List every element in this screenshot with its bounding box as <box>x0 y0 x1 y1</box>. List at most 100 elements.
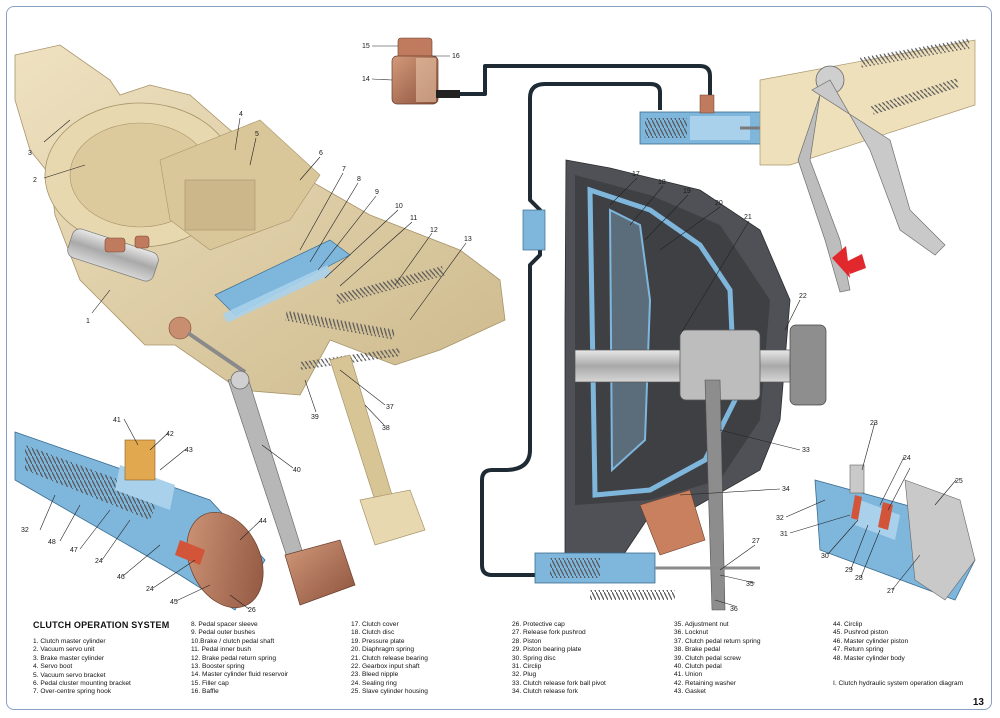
callout-45: 45 <box>170 599 178 606</box>
legend-item: 20. Diaphragm spring <box>351 646 415 654</box>
legend-column-1: 1. Clutch master cylinder 2. Vacuum serv… <box>33 638 131 697</box>
callout-40: 40 <box>293 467 301 474</box>
legend-item: 28. Piston <box>512 637 542 645</box>
callout-46: 46 <box>117 574 125 581</box>
legend-column-4: 26. Protective cap 27. Release fork push… <box>512 621 606 697</box>
callout-22: 22 <box>799 293 807 300</box>
legend-item: 29. Piston bearing plate <box>512 646 582 654</box>
legend-item: 46. Master cylinder piston <box>833 637 909 645</box>
callout-36: 36 <box>730 606 738 613</box>
legend-column-6: 44. Circlip 45. Pushrod piston 46. Maste… <box>833 621 963 688</box>
callout-25: 25 <box>955 478 963 485</box>
callout-2: 2 <box>33 177 37 184</box>
callout-48: 48 <box>48 539 56 546</box>
callout-1: 1 <box>86 318 90 325</box>
legend-item: 23. Bleed nipple <box>351 671 399 679</box>
legend-item: 32. Plug <box>512 671 537 679</box>
callout-5: 5 <box>255 131 259 138</box>
legend-item: 41. Union <box>674 671 703 679</box>
callout-14: 14 <box>362 76 370 83</box>
legend-item: 22. Gearbox input shaft <box>351 662 420 670</box>
callout-44: 44 <box>259 518 267 525</box>
legend-item: 26. Protective cap <box>512 621 565 628</box>
legend-item: 24. Sealing ring <box>351 679 397 687</box>
legend-column-5: 35. Adjustment nut 36. Locknut 37. Clutc… <box>674 621 761 697</box>
callout-18: 18 <box>658 179 666 186</box>
legend-item: 39. Clutch pedal screw <box>674 654 741 662</box>
callout-32-left: 32 <box>21 527 29 534</box>
callout-23: 23 <box>870 420 878 427</box>
callout-numbers: 3 2 1 4 5 6 7 8 9 10 11 12 13 14 15 16 1… <box>21 43 963 614</box>
legend-item: 10.Brake / clutch pedal shaft <box>191 637 275 645</box>
callout-30: 30 <box>821 553 829 560</box>
callout-37: 37 <box>386 404 394 411</box>
callout-33: 33 <box>802 447 810 454</box>
legend-item: 34. Clutch release fork <box>512 688 578 696</box>
callout-43: 43 <box>185 447 193 454</box>
callout-11: 11 <box>410 215 417 222</box>
callout-26: 26 <box>248 607 256 614</box>
legend-column-3: 17. Clutch cover 18. Clutch disc 19. Pre… <box>351 621 428 697</box>
callout-31: 31 <box>780 531 788 538</box>
legend-column-2: 8. Pedal spacer sleeve 9. Pedal outer bu… <box>191 621 288 697</box>
callout-15: 15 <box>362 43 370 50</box>
callout-32-right: 32 <box>776 515 784 522</box>
pipe-fitting <box>522 209 546 251</box>
callout-24-right: 24 <box>903 455 911 462</box>
leader-lines <box>39 45 957 610</box>
callout-6: 6 <box>319 150 323 157</box>
legend-item: 31. Circlip <box>512 662 542 670</box>
legend-item: 16. Baffle <box>191 688 219 696</box>
legend-item: 17. Clutch cover <box>351 621 399 628</box>
callout-38: 38 <box>382 425 390 432</box>
legend-item: 47. Return spring <box>833 646 884 654</box>
legend-item: 3. Brake master cylinder <box>33 654 105 662</box>
legend-item: 8. Pedal spacer sleeve <box>191 621 258 628</box>
callout-12: 12 <box>430 227 438 234</box>
callout-35: 35 <box>746 581 754 588</box>
legend-item: 7. Over-centre spring hook <box>33 688 112 696</box>
callout-24-left: 24 <box>95 558 103 565</box>
diagram-title: CLUTCH OPERATION SYSTEM <box>33 620 170 630</box>
callout-24-left-b: 24 <box>146 586 154 593</box>
callout-10: 10 <box>395 203 403 210</box>
legend-item: 25. Slave cylinder housing <box>351 688 428 696</box>
callout-21: 21 <box>744 214 752 221</box>
legend-item: 9. Pedal outer bushes <box>191 629 256 637</box>
legend-item: 21. Clutch release bearing <box>351 654 428 662</box>
callout-17: 17 <box>632 171 640 178</box>
callout-34: 34 <box>782 486 790 493</box>
callout-27-right: 27 <box>887 588 895 595</box>
pedal-box-assembly <box>14 44 506 606</box>
hydraulic-pipe <box>460 64 712 577</box>
callout-41: 41 <box>113 417 121 424</box>
legend-item: 18. Clutch disc <box>351 629 395 637</box>
callout-13: 13 <box>464 236 472 243</box>
page-number: 13 <box>972 697 984 708</box>
slave-cylinder-cutaway <box>814 464 976 601</box>
clutch-housing-section <box>564 159 827 611</box>
legend-item: 6. Pedal cluster mounting bracket <box>33 679 131 687</box>
callout-28: 28 <box>855 575 863 582</box>
legend-item: 48. Master cylinder body <box>833 654 905 662</box>
legend-item: I. Clutch hydraulic system operation dia… <box>833 679 964 687</box>
legend-item: 13. Booster spring <box>191 662 245 670</box>
legend-item: 15. Filler cap <box>191 679 229 687</box>
legend-item: 4. Servo boot <box>33 663 73 671</box>
callout-20: 20 <box>715 200 723 207</box>
master-cylinder-cutaway <box>14 431 266 611</box>
pedal-mechanism-top-right <box>759 38 976 293</box>
legend-item: 14. Master cylinder fluid reservoir <box>191 671 289 679</box>
callout-3: 3 <box>28 150 32 157</box>
legend-item: 38. Brake pedal <box>674 646 721 654</box>
legend-item: 35. Adjustment nut <box>674 621 729 628</box>
legend-item: 43. Gasket <box>674 688 706 696</box>
legend-item: 5. Vacuum servo bracket <box>33 671 106 679</box>
master-cylinder-section <box>639 94 830 145</box>
callout-8: 8 <box>357 176 361 183</box>
callout-39: 39 <box>311 414 319 421</box>
legend-item: 33. Clutch release fork ball pivot <box>512 679 606 687</box>
legend-item: 36. Locknut <box>674 629 709 637</box>
legend-item: 19. Pressure plate <box>351 637 405 645</box>
